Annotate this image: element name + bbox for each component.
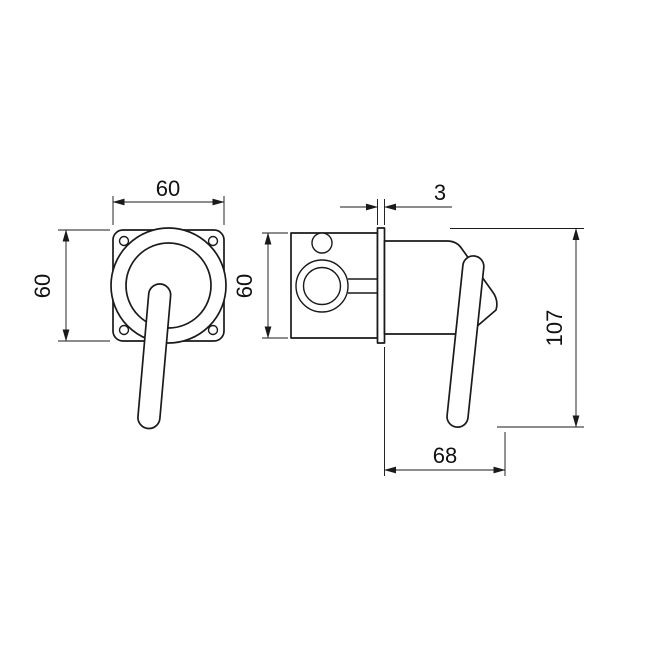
dim-projection-label: 68 [433, 443, 457, 468]
dimension-projection: 68 [384, 347, 506, 476]
top-port [311, 232, 333, 254]
dimension-overall-height: 107 [450, 228, 584, 428]
screw-hole [207, 324, 219, 336]
lever-handle-side [446, 255, 485, 428]
dimension-front-height: 60 [30, 229, 110, 342]
screw-hole [207, 235, 219, 247]
dimension-front-width: 60 [112, 176, 225, 225]
screw-hole [118, 235, 130, 247]
lever-handle-front [137, 283, 172, 430]
dim-plate-thickness-label: 3 [434, 180, 446, 205]
side-view [290, 227, 498, 428]
dim-front-width-label: 60 [156, 176, 180, 201]
dim-body-height-label: 60 [232, 274, 257, 298]
dimension-plate-thickness: 3 [340, 180, 452, 225]
dimension-body-height: 60 [232, 232, 288, 339]
inlet-inner-circle [302, 266, 342, 306]
dim-overall-height-label: 107 [542, 310, 567, 347]
wall-plate [376, 227, 386, 344]
escutcheon-outer-circle [110, 227, 227, 344]
dim-front-height-label: 60 [30, 274, 55, 298]
front-view [110, 227, 227, 430]
screw-hole [118, 324, 130, 336]
